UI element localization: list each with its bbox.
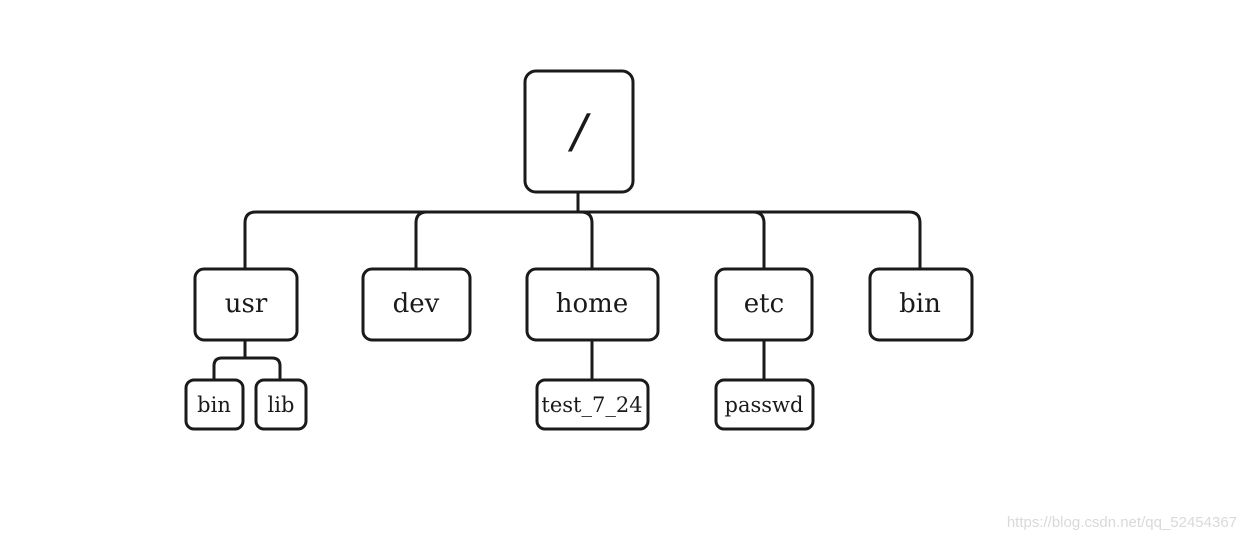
tree-node-etc: etc	[714, 267, 814, 342]
tree-node-usr: usr	[193, 267, 299, 342]
node-label: test_7_24	[541, 393, 642, 417]
node-label: dev	[393, 289, 440, 319]
watermark-text: https://blog.csdn.net/qq_52454367	[1006, 514, 1237, 531]
edge-usr-lib	[245, 356, 282, 380]
node-label: etc	[744, 289, 784, 319]
tree-node-etc-passwd: passwd	[714, 378, 815, 431]
tree-node-root: /	[523, 69, 635, 194]
tree-node-usr-lib: lib	[254, 378, 308, 431]
edge-usr-bin	[212, 356, 245, 380]
edge-root-etc	[578, 210, 766, 269]
edge-root-bin	[578, 210, 922, 269]
node-label: bin	[197, 393, 231, 417]
tree-node-home: home	[525, 267, 660, 342]
node-label: usr	[225, 289, 268, 319]
edge-root-usr	[243, 210, 578, 269]
tree-node-home-test: test_7_24	[535, 378, 650, 431]
tree-node-usr-bin: bin	[184, 378, 245, 431]
edge-root-home	[578, 210, 594, 269]
tree-node-dev: dev	[361, 267, 472, 342]
edge-root-dev	[414, 210, 578, 269]
node-label: passwd	[725, 393, 804, 417]
tree-node-bin: bin	[868, 267, 974, 342]
node-label: bin	[899, 289, 941, 319]
node-label: lib	[268, 393, 295, 417]
node-label: home	[556, 289, 628, 319]
tree-edges	[212, 192, 922, 380]
